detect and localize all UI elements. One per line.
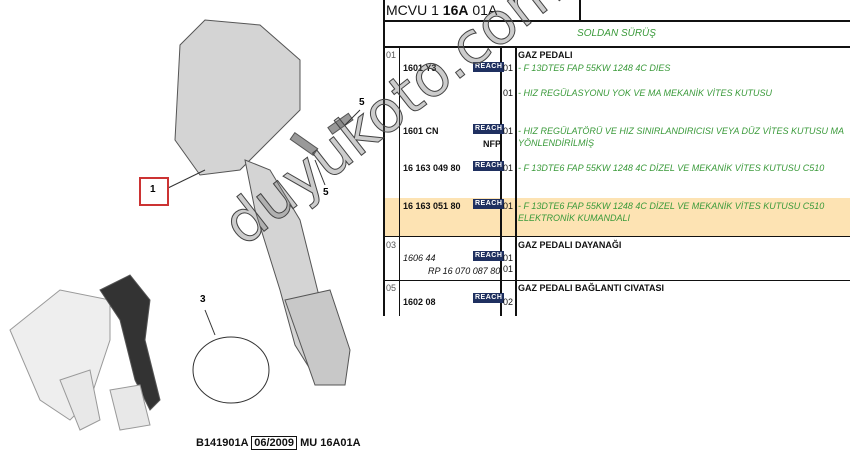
item-number: 03 — [386, 240, 397, 250]
pedal-illustration — [9, 19, 361, 431]
exploded-diagram: 1 3 5 5 — [0, 0, 383, 452]
item-number: 05 — [386, 283, 397, 293]
group-title: GAZ PEDALI BAĞLANTI CIVATASI — [518, 283, 664, 293]
catalog-title: MCVU 1 16A 01A — [386, 2, 498, 18]
quantity: 01 — [503, 163, 514, 173]
description: - HIZ REGÜLATÖRÜ VE HIZ SINIRLANDIRICISI… — [518, 126, 845, 136]
parts-table: MCVU 1 16A 01A SOLDAN SÜRÜŞ 01 GAZ PEDAL… — [383, 0, 850, 452]
description: - F 13DTE6 FAP 55KW 1248 4C DİZEL VE MEK… — [518, 201, 825, 211]
reach-badge: REACH — [473, 293, 505, 303]
callout-5b: 5 — [323, 187, 329, 198]
description: - HIZ REGÜLASYONU YOK VE MA MEKANİK VİTE… — [518, 88, 773, 98]
description: - F 13DTE6 FAP 55KW 1248 4C DİZEL VE MEK… — [518, 163, 825, 173]
diagram-caption: B141901A 06/2009 MU 16A01A — [196, 436, 361, 450]
part-number: 1601 CN — [403, 126, 439, 136]
quantity: 01 — [503, 63, 514, 73]
part-number: 1602 08 — [403, 297, 436, 307]
part-number: 16 163 051 80 — [403, 201, 461, 211]
caption-ref: MU 16A01A — [300, 437, 361, 449]
reach-badge: REACH — [473, 62, 505, 72]
group-title: GAZ PEDALI DAYANAĞI — [518, 240, 622, 250]
group-title: GAZ PEDALI — [518, 50, 573, 60]
description-cont: ELEKTRONİK KUMANDALI — [518, 213, 631, 223]
quantity: 01 — [503, 126, 514, 136]
reach-badge: REACH — [473, 124, 505, 134]
caption-date: 06/2009 — [251, 436, 298, 450]
callout-1: 1 — [150, 184, 156, 195]
highlight-row — [383, 198, 850, 236]
callout-3: 3 — [200, 294, 206, 305]
quantity: 01 — [503, 264, 514, 274]
quantity: 01 — [503, 201, 514, 211]
caption-code: B141901A — [196, 437, 249, 449]
reach-badge: REACH — [473, 199, 505, 209]
section-title: SOLDAN SÜRÜŞ — [577, 28, 656, 39]
quantity: 02 — [503, 297, 514, 307]
quantity: 01 — [503, 88, 514, 98]
part-number: 1601 Y3 — [403, 63, 437, 73]
nfp-note: NFP — [483, 139, 501, 149]
description-cont: YÖNLENDİRİLMİŞ — [518, 138, 595, 148]
reach-badge: REACH — [473, 161, 505, 171]
part-number: 1606 44 — [403, 253, 436, 263]
item-number: 01 — [386, 50, 397, 60]
part-number: RP 16 070 087 80 — [428, 266, 501, 276]
part-number: 16 163 049 80 — [403, 163, 461, 173]
description: - F 13DTE5 FAP 55KW 1248 4C DIES — [518, 63, 671, 73]
reach-badge: REACH — [473, 251, 505, 261]
quantity: 01 — [503, 253, 514, 263]
callout-5: 5 — [359, 97, 365, 108]
